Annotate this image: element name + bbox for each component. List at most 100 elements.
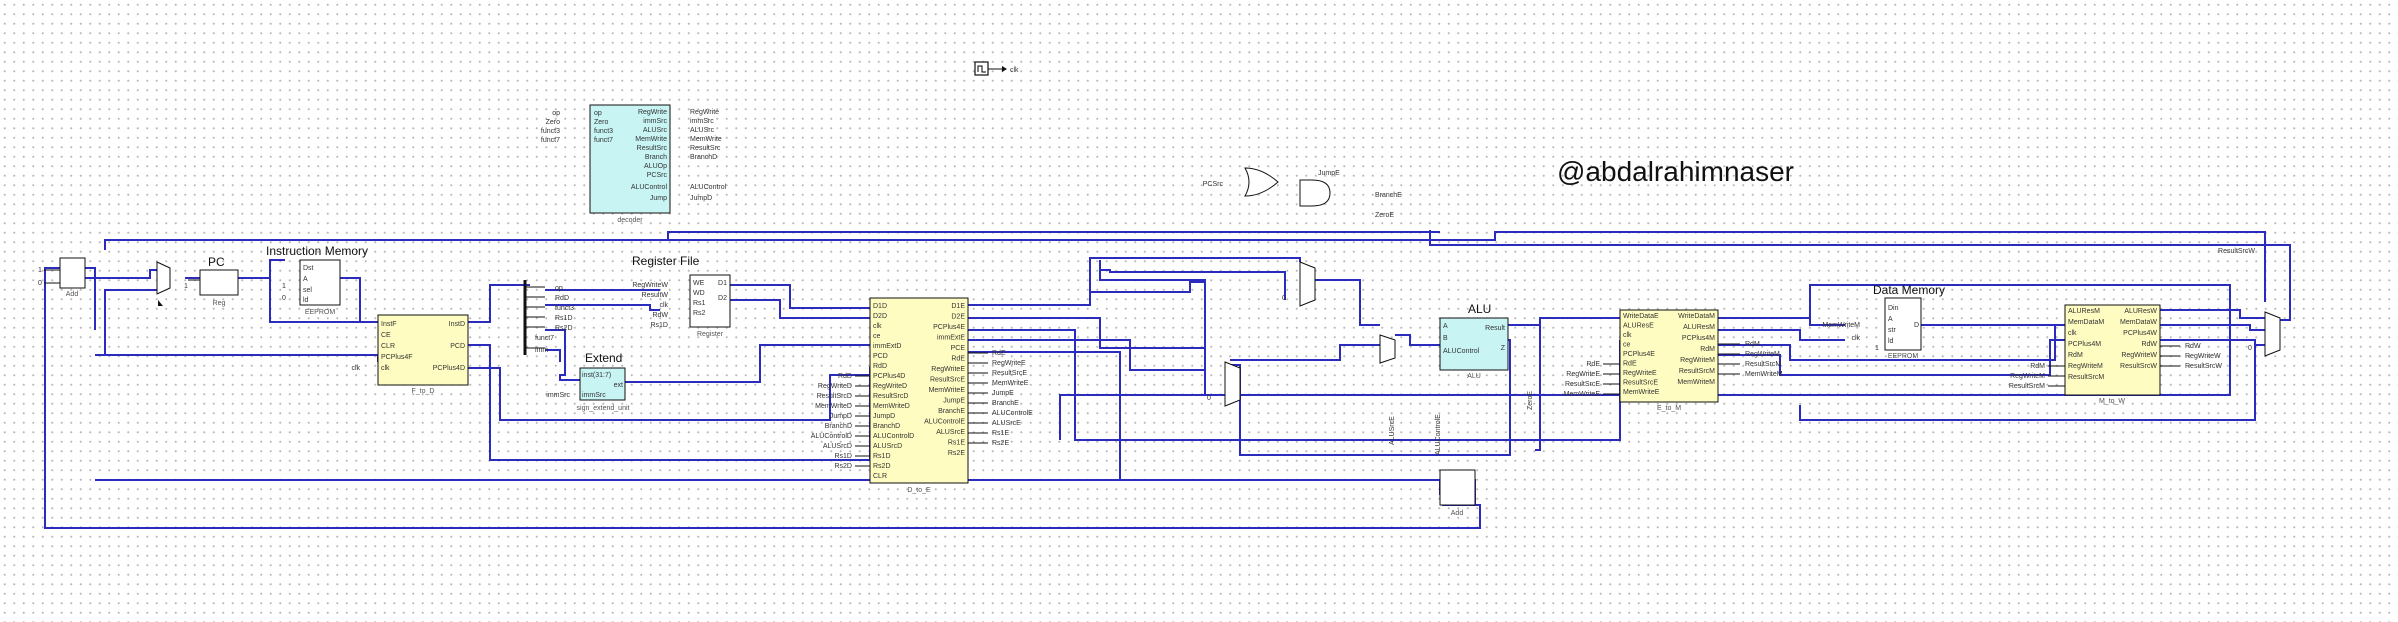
svg-text:MemWriteM: MemWriteM bbox=[1822, 322, 1860, 329]
svg-text:Register File: Register File bbox=[632, 254, 700, 268]
f-to-d-register: InstF CE CLR PCPlus4F clk InstD PCD PCPl… bbox=[351, 314, 469, 395]
em-input-pin: RegWriteE bbox=[1623, 370, 1657, 377]
svg-text:RegWriteW: RegWriteW bbox=[632, 282, 668, 289]
svg-text:0: 0 bbox=[38, 280, 42, 287]
svg-text:str: str bbox=[1888, 327, 1896, 334]
svg-text:funct3: funct3 bbox=[555, 305, 574, 312]
mw-input-pin: RegWriteM bbox=[2068, 363, 2103, 370]
svg-text:op: op bbox=[594, 110, 602, 117]
de-left-wire-label: ALUSrcD bbox=[823, 443, 852, 450]
de-input-pin: PCPlus4D bbox=[873, 373, 905, 380]
de-left-wire-label: JumpD bbox=[830, 413, 852, 420]
svg-text:1: 1 bbox=[38, 267, 42, 274]
svg-text:A: A bbox=[1443, 323, 1448, 330]
mw-output-pin: RdW bbox=[2141, 341, 2157, 348]
svg-text:ResultSrcW: ResultSrcW bbox=[2218, 248, 2255, 255]
svg-text:Add: Add bbox=[1451, 510, 1464, 517]
de-output-pin: Rs2E bbox=[948, 450, 965, 457]
clock-source[interactable]: clk bbox=[974, 61, 1019, 76]
control-decoder: op Zero funct3 funct7 op Zero funct3 fun… bbox=[541, 104, 727, 224]
svg-text:op: op bbox=[555, 285, 563, 292]
svg-text:MemWrite: MemWrite bbox=[635, 136, 667, 143]
svg-text:PCSrc: PCSrc bbox=[647, 172, 668, 179]
de-input-pin: CLR bbox=[873, 473, 887, 480]
em-output-pin: MemWriteM bbox=[1677, 379, 1715, 386]
svg-text:0: 0 bbox=[282, 295, 286, 302]
svg-text:ld: ld bbox=[1888, 338, 1894, 345]
svg-text:WD: WD bbox=[693, 290, 705, 297]
em-output-pin: RdM bbox=[1700, 346, 1715, 353]
svg-text:Instruction Memory: Instruction Memory bbox=[266, 244, 368, 258]
svg-text:ALUControl: ALUControl bbox=[690, 184, 727, 191]
de-input-pin: Rs2D bbox=[873, 463, 891, 470]
svg-text:MemWrite: MemWrite bbox=[690, 136, 722, 143]
de-input-pin: immExtD bbox=[873, 343, 901, 350]
alu: ALU A B ALUControl Result Z ALU ALUSrcE … bbox=[1389, 302, 1534, 455]
svg-text:Branch: Branch bbox=[645, 154, 667, 161]
de-output-pin: BranchE bbox=[938, 408, 965, 415]
svg-text:ResultSrc: ResultSrc bbox=[637, 145, 668, 152]
de-right-wire-label: BranchE bbox=[992, 400, 1019, 407]
em-output-pin: RegWriteM bbox=[1680, 357, 1715, 364]
mw-input-pin: clk bbox=[2068, 330, 2077, 337]
mw-input-pin: MemDataM bbox=[2068, 319, 2104, 326]
de-input-pin: ResultSrcD bbox=[873, 393, 908, 400]
de-left-wire-label: RegWriteD bbox=[818, 383, 852, 390]
mw-left-wire-label: ResultSrcM bbox=[2009, 383, 2045, 390]
de-left-wire-label: ResultSrcD bbox=[817, 393, 852, 400]
svg-text:funct7: funct7 bbox=[594, 137, 613, 144]
mw-output-pin: ResultSrcW bbox=[2120, 363, 2157, 370]
de-output-pin: MemWriteE bbox=[929, 387, 966, 394]
svg-text:Register: Register bbox=[697, 331, 724, 338]
svg-text:JumpD: JumpD bbox=[690, 195, 712, 202]
svg-text:Rs1: Rs1 bbox=[693, 300, 706, 307]
em-right-wire-label: RdM bbox=[1745, 341, 1760, 348]
instruction-splitter: op RdD funct3 Rs1D Rs2D funct7 imm bbox=[523, 280, 574, 355]
de-output-pin: ALUControlE bbox=[924, 419, 965, 426]
svg-text:immSrc: immSrc bbox=[582, 392, 606, 399]
svg-text:E_to_M: E_to_M bbox=[1657, 405, 1681, 412]
svg-text:A: A bbox=[303, 276, 308, 283]
em-left-wire-label: MemWriteE bbox=[1564, 391, 1601, 398]
svg-text:ALU: ALU bbox=[1468, 302, 1491, 316]
svg-text:EEPROM: EEPROM bbox=[1888, 353, 1919, 360]
de-right-wire-label: ALUControlE bbox=[992, 410, 1033, 417]
e-to-m-register: WriteDataEALUResEclkcePCPlus4ERdERegWrit… bbox=[1564, 309, 1783, 412]
svg-text:PCSrc: PCSrc bbox=[1203, 181, 1224, 188]
svg-text:Rs2D: Rs2D bbox=[555, 325, 573, 332]
svg-text:clk: clk bbox=[1851, 335, 1860, 342]
svg-text:PCPlus4F: PCPlus4F bbox=[381, 354, 413, 361]
pc-adder: Add 1 0 bbox=[38, 257, 86, 298]
svg-text:sign_extend_unit: sign_extend_unit bbox=[577, 405, 630, 412]
svg-text:Zero: Zero bbox=[546, 119, 561, 126]
svg-text:D2: D2 bbox=[718, 295, 727, 302]
svg-text:CE: CE bbox=[381, 332, 391, 339]
svg-text:A: A bbox=[1888, 316, 1893, 323]
em-left-wire-label: ResultSrcE bbox=[1565, 381, 1600, 388]
em-left-wire-label: RegWriteE bbox=[1566, 371, 1600, 378]
svg-text:RdW: RdW bbox=[652, 312, 668, 319]
svg-text:M_to_W: M_to_W bbox=[2099, 398, 2125, 405]
em-output-pin: ALUResM bbox=[1683, 324, 1715, 331]
de-input-pin: Rs1D bbox=[873, 453, 891, 460]
de-input-pin: ce bbox=[873, 333, 881, 340]
svg-text:RdD: RdD bbox=[555, 295, 569, 302]
svg-text:immSrc: immSrc bbox=[643, 118, 667, 125]
svg-text:funct7: funct7 bbox=[541, 137, 560, 144]
de-left-wire-label: BranchD bbox=[825, 423, 852, 430]
mw-output-pin: MemDataW bbox=[2120, 319, 2157, 326]
svg-text:Jump: Jump bbox=[650, 195, 667, 202]
svg-text:InstD: InstD bbox=[449, 321, 465, 328]
svg-text:ALUControlE: ALUControlE bbox=[1435, 414, 1442, 455]
de-input-pin: RegWriteD bbox=[873, 383, 907, 390]
svg-text:immSrc: immSrc bbox=[546, 392, 570, 399]
de-right-wire-label: RdE bbox=[992, 350, 1006, 357]
svg-text:0: 0 bbox=[1207, 395, 1211, 402]
de-input-pin: ALUControlD bbox=[873, 433, 914, 440]
de-output-pin: JumpE bbox=[943, 398, 965, 405]
mw-left-wire-label: RdM bbox=[2030, 363, 2045, 370]
em-input-pin: RdE bbox=[1623, 361, 1637, 368]
svg-text:Add: Add bbox=[66, 291, 79, 298]
mw-output-pin: ALUResW bbox=[2124, 308, 2157, 315]
